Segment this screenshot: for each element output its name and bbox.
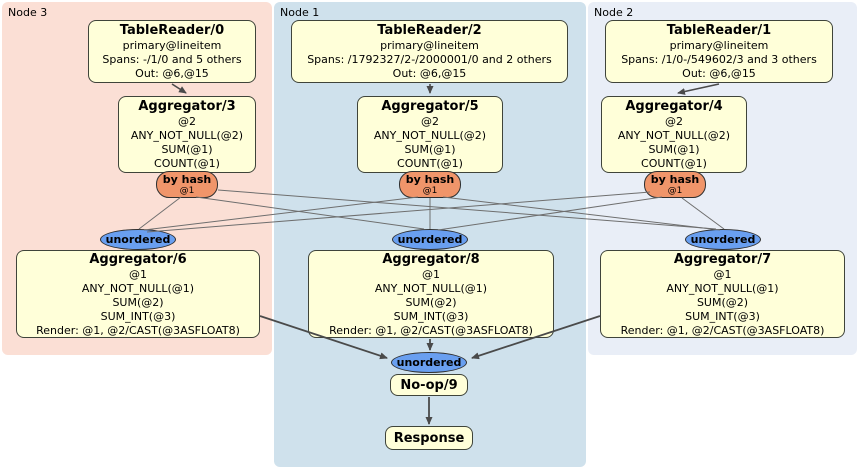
processor-detail: Render: @1, @2/CAST(@3ASFLOAT8) [620, 323, 825, 337]
processor-detail: Spans: /1792327/2-/2000001/0 and 2 other… [307, 53, 552, 66]
processor-detail: primary@lineitem [122, 39, 222, 52]
router-column: @1 [179, 186, 195, 196]
processor-detail: ANY_NOT_NULL(@1) [374, 281, 488, 295]
processor-detail: SUM(@2) [112, 295, 164, 309]
router-label: by hash [650, 173, 700, 186]
processor-title: Aggregator/8 [382, 251, 480, 267]
processor-detail: ANY_NOT_NULL(@2) [373, 129, 487, 142]
processor-detail: @1 [129, 267, 147, 281]
processor-detail: Out: @6,@15 [682, 67, 756, 80]
processor-detail: SUM_INT(@3) [685, 309, 760, 323]
hash-router-node1: by hash @1 [399, 171, 461, 198]
processor-detail: Out: @6,@15 [135, 67, 209, 80]
processor-detail: ANY_NOT_NULL(@2) [130, 129, 244, 142]
processor-detail: ANY_NOT_NULL(@1) [666, 281, 779, 295]
processor-title: Aggregator/3 [138, 99, 236, 114]
processor-detail: Out: @6,@15 [392, 67, 467, 80]
unordered-sync-node2: unordered [685, 229, 761, 250]
processor-detail: SUM(@1) [161, 143, 213, 156]
processor-detail: SUM(@1) [648, 143, 700, 156]
node1-label: Node 1 [280, 6, 320, 19]
processor-detail: Render: @1, @2/CAST(@3ASFLOAT8) [36, 323, 240, 337]
aggregator-3-box: Aggregator/3 @2 ANY_NOT_NULL(@2) SUM(@1)… [118, 96, 256, 173]
processor-detail: @2 [178, 115, 196, 128]
processor-detail: Spans: /1/0-/549602/3 and 3 others [621, 53, 817, 66]
processor-title: Aggregator/6 [89, 251, 187, 267]
processor-title: TableReader/2 [377, 23, 482, 38]
unordered-sync-final: unordered [391, 352, 467, 373]
processor-detail: ANY_NOT_NULL(@2) [617, 129, 731, 142]
hash-router-node3: by hash @1 [156, 171, 218, 198]
tablereader-2-box: TableReader/2 primary@lineitem Spans: /1… [291, 20, 568, 83]
router-label: by hash [162, 173, 212, 186]
hash-router-node2: by hash @1 [644, 171, 706, 198]
response-box: Response [385, 426, 473, 450]
processor-detail: SUM(@2) [405, 295, 457, 309]
aggregator-5-box: Aggregator/5 @2 ANY_NOT_NULL(@2) SUM(@1)… [357, 96, 503, 173]
processor-detail: primary@lineitem [380, 39, 479, 52]
processor-detail: @2 [665, 115, 683, 128]
tablereader-1-box: TableReader/1 primary@lineitem Spans: /1… [605, 20, 833, 83]
aggregator-7-box: Aggregator/7 @1 ANY_NOT_NULL(@1) SUM(@2)… [600, 250, 845, 338]
router-label: by hash [405, 173, 455, 186]
processor-detail: SUM(@1) [404, 143, 456, 156]
processor-detail: SUM(@2) [696, 295, 749, 309]
processor-detail: Spans: -/1/0 and 5 others [102, 53, 242, 66]
router-column: @1 [422, 186, 438, 196]
processor-detail: SUM_INT(@3) [393, 309, 469, 323]
processor-title: No-op/9 [400, 377, 458, 393]
processor-detail: SUM_INT(@3) [100, 309, 176, 323]
processor-detail: COUNT(@1) [154, 157, 220, 170]
unordered-sync-node1: unordered [392, 229, 468, 250]
processor-detail: ANY_NOT_NULL(@1) [81, 281, 195, 295]
processor-title: Aggregator/5 [381, 99, 479, 114]
processor-title: TableReader/1 [666, 23, 772, 38]
node2-label: Node 2 [594, 6, 634, 19]
processor-title: Aggregator/7 [673, 251, 772, 267]
aggregator-6-box: Aggregator/6 @1 ANY_NOT_NULL(@1) SUM(@2)… [16, 250, 260, 338]
processor-detail: COUNT(@1) [397, 157, 463, 170]
unordered-sync-node3: unordered [100, 229, 176, 250]
processor-detail: @1 [422, 267, 440, 281]
tablereader-0-box: TableReader/0 primary@lineitem Spans: -/… [88, 20, 256, 83]
processor-detail: @1 [713, 267, 732, 281]
processor-title: Aggregator/4 [625, 99, 723, 114]
router-column: @1 [667, 186, 683, 196]
processor-title: TableReader/0 [119, 23, 225, 38]
aggregator-8-box: Aggregator/8 @1 ANY_NOT_NULL(@1) SUM(@2)… [308, 250, 554, 338]
processor-detail: primary@lineitem [669, 39, 769, 52]
node3-label: Node 3 [8, 6, 48, 19]
noop-9-box: No-op/9 [390, 374, 468, 396]
processor-title: Response [393, 430, 465, 446]
aggregator-4-box: Aggregator/4 @2 ANY_NOT_NULL(@2) SUM(@1)… [601, 96, 747, 173]
processor-detail: @2 [421, 115, 439, 128]
processor-detail: Render: @1, @2/CAST(@3ASFLOAT8) [329, 323, 533, 337]
processor-detail: COUNT(@1) [641, 157, 707, 170]
